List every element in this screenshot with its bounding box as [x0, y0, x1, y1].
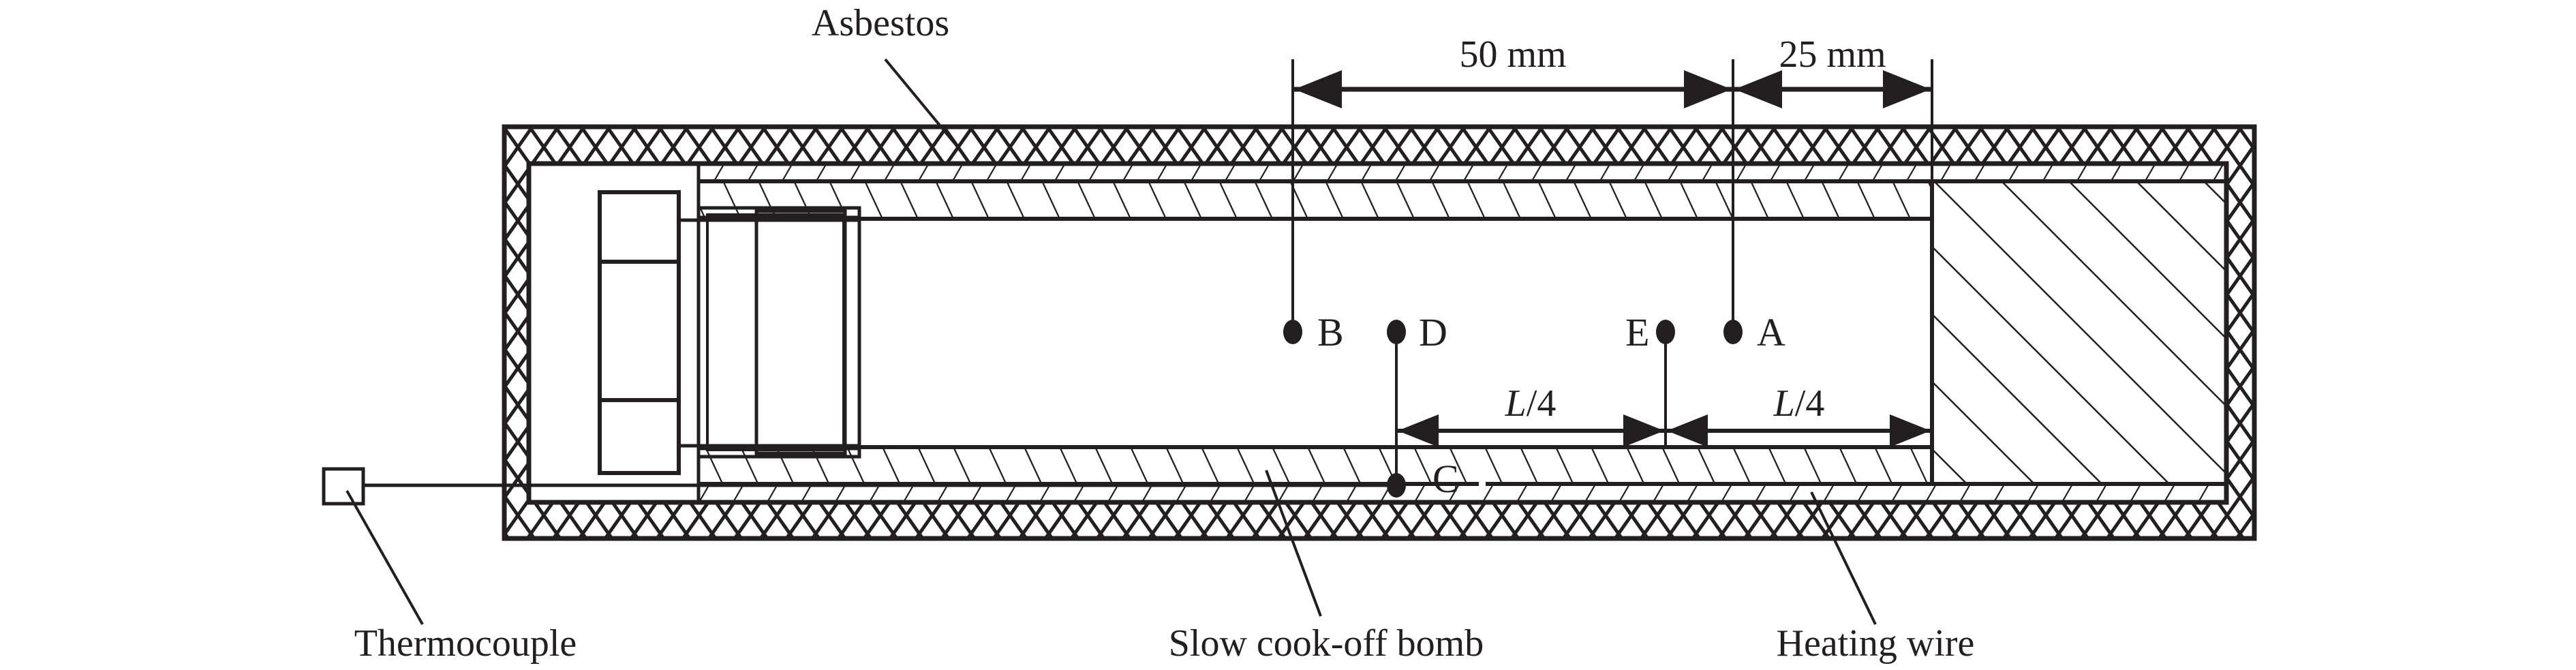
- point-c-marker: [1387, 473, 1406, 498]
- dimension-top: 50 mm 25 mm: [1291, 33, 1933, 332]
- point-e-label: E: [1625, 310, 1649, 354]
- callouts: Asbestos Thermocouple Slow cook-off bomb…: [346, 2, 1975, 665]
- bomb-shell: [699, 164, 2229, 502]
- dimension-label-50mm: 50 mm: [1459, 33, 1566, 76]
- dimension-label-25mm: 25 mm: [1779, 33, 1886, 76]
- asbestos-leader: [884, 58, 964, 155]
- dimension-label-quarter-left: L/4: [1505, 382, 1557, 425]
- dimension-label-quarter-right: L/4: [1773, 382, 1825, 425]
- bomb-end-plug: [679, 206, 861, 459]
- point-a-label: A: [1757, 310, 1785, 354]
- point-e-marker: [1656, 320, 1675, 344]
- plug-nut: [598, 190, 681, 475]
- heating-wire-leader: [1810, 491, 1877, 625]
- thermocouple: [322, 467, 1387, 506]
- point-a-marker: [1723, 320, 1743, 344]
- label-heating-wire: Heating wire: [1777, 622, 1975, 665]
- thermocouple-box: [322, 467, 365, 506]
- thermocouple-leader: [346, 490, 424, 625]
- label-asbestos: Asbestos: [812, 2, 949, 44]
- point-c-label: C: [1432, 457, 1459, 501]
- dimension-quarter: L/4 L/4: [1395, 332, 1931, 485]
- point-b-marker: [1283, 320, 1302, 344]
- point-b-label: B: [1317, 310, 1344, 354]
- bomb-leader: [1265, 470, 1322, 617]
- point-d-label: D: [1419, 310, 1447, 354]
- point-d-marker: [1387, 320, 1406, 344]
- label-bomb: Slow cook-off bomb: [1169, 622, 1484, 665]
- label-thermocouple: Thermocouple: [354, 622, 577, 665]
- measurement-points: B D E A C: [1283, 310, 1785, 501]
